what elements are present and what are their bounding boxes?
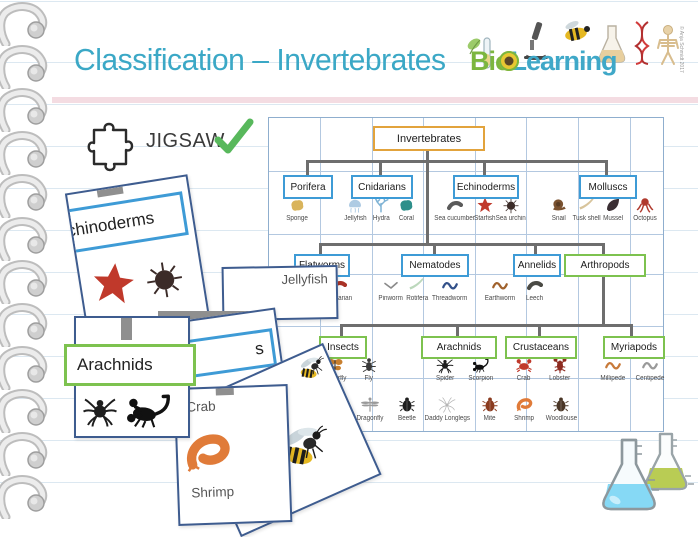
species-millipede: Millipede	[596, 356, 630, 382]
blue-flask	[602, 438, 659, 511]
species-octopus: Octopus	[628, 196, 662, 222]
species-crab: Crab	[507, 356, 541, 382]
leaf-icon	[467, 38, 481, 55]
species-pinworm: Pinworm	[374, 276, 408, 302]
species-hydra: Hydra	[364, 196, 398, 222]
check-icon	[214, 118, 254, 154]
tree-connector	[602, 243, 605, 255]
node-invertebrates: Invertebrates	[373, 126, 485, 151]
tree-connector	[605, 160, 608, 176]
biolearning-logo: BioLearning © Anja Schmidt 2017	[466, 10, 692, 98]
grid-line	[269, 326, 663, 327]
card-tab	[158, 311, 250, 319]
species-centipede: Centipede	[633, 356, 667, 382]
page-title: Classification – Invertebrates	[74, 42, 446, 77]
species-rotifera: Rotifera	[400, 276, 434, 302]
card-crab-shrimp[interactable]: Crab Shrimp	[173, 384, 293, 526]
jigsaw-label: JIGSAW	[146, 130, 225, 152]
flask-icon	[598, 25, 626, 63]
tree-connector	[602, 273, 605, 324]
node-arachnids: Arachnids	[421, 336, 497, 359]
species-earthworm: Earthworm	[483, 276, 517, 302]
dna-icon	[634, 21, 650, 65]
grid-line	[269, 234, 663, 235]
species-snail: Snail	[542, 196, 576, 222]
species-threadworm: Threadworm	[432, 276, 468, 302]
spider-icon	[82, 392, 118, 428]
node-molluscs: Molluscs	[579, 175, 637, 199]
species-lobster: Lobster	[543, 356, 577, 382]
sea-urchin-icon	[140, 254, 188, 302]
tree-connector	[534, 243, 537, 255]
tree-connector	[319, 243, 322, 255]
node-nematodes: Nematodes	[401, 254, 469, 277]
tree-connector	[379, 160, 382, 176]
species-scorpion: Scorpion	[464, 356, 498, 382]
card-tab	[215, 387, 234, 396]
tree-connector	[538, 324, 541, 336]
flasks-illustration	[598, 428, 698, 523]
tree-connector	[433, 243, 436, 255]
jigsaw-header: JIGSAW	[84, 116, 264, 178]
jigsaw-cards: Jellyfish Echinoderms s Crab Shrimp Arac…	[64, 174, 382, 537]
species-planarian: Planarian	[322, 276, 356, 302]
species-shrimp: Shrimp	[507, 396, 541, 422]
species-sponge: Sponge	[280, 196, 314, 222]
species-sea-cucumber: Sea cucumber	[435, 196, 475, 222]
species-leech: Leech	[518, 276, 552, 302]
node-myriapods: Myriapods	[603, 336, 665, 359]
card-shrimp-label: Shrimp	[191, 483, 235, 501]
node-arthropods: Arthropods	[564, 254, 646, 277]
tree-connector	[319, 243, 605, 246]
card-tab	[121, 318, 132, 340]
card-arachnids-label: Arachnids	[64, 344, 196, 386]
starfish-icon	[87, 257, 139, 309]
node-porifera: Porifera	[283, 175, 333, 199]
species-coral: Coral	[389, 196, 423, 222]
grid-line	[269, 378, 663, 379]
skeleton-icon	[657, 25, 679, 65]
tree-connector	[306, 160, 309, 176]
node-cnidarians: Cnidarians	[351, 175, 413, 199]
logo-learning-text: Learning	[510, 46, 618, 76]
scorpion-icon	[121, 383, 177, 436]
node-annelids: Annelids	[513, 254, 561, 277]
species-jellyfish: Jellyfish	[338, 196, 372, 222]
card-arachnids[interactable]: Arachnids	[64, 316, 196, 438]
card-crab-label: Crab	[186, 398, 216, 415]
tree-connector	[483, 160, 486, 176]
species-daddy-longlegs: Daddy Longlegs	[424, 396, 470, 422]
species-mussel: Mussel	[596, 196, 630, 222]
species-woodlouse: Woodlouse	[544, 396, 578, 422]
test-tube-icon	[483, 37, 491, 69]
sunflower-icon	[499, 51, 519, 71]
tree-connector	[630, 324, 633, 336]
card-tab	[96, 186, 124, 198]
grid-line	[269, 171, 663, 172]
species-mite: Mite	[473, 396, 507, 422]
tree-connector	[340, 324, 632, 327]
tree-connector	[306, 160, 607, 163]
species-dragonfly: Dragonfly	[353, 396, 387, 422]
species-fly: Fly	[352, 356, 386, 382]
tree-connector	[426, 147, 429, 243]
species-beetle: Beetle	[390, 396, 424, 422]
puzzle-piece-icon	[87, 122, 134, 172]
species-starfish: Starfish	[468, 196, 502, 222]
node-echinoderms: Echinoderms	[453, 175, 519, 199]
species-spider: Spider	[428, 356, 462, 382]
pink-rule-line	[52, 97, 698, 103]
microscope-icon	[524, 22, 548, 60]
tree-connector	[456, 324, 459, 336]
species-tusk-shell: Tusk shell	[570, 196, 604, 222]
card-jellyfish-label: Jellyfish	[281, 271, 328, 287]
node-crustaceans: Crustaceans	[505, 336, 577, 359]
bee-icon	[565, 21, 590, 42]
card-echinoderms-label: Echinoderms	[64, 191, 189, 257]
species-sea-urchin: Sea urchin	[494, 196, 528, 222]
tree-connector	[340, 324, 343, 336]
